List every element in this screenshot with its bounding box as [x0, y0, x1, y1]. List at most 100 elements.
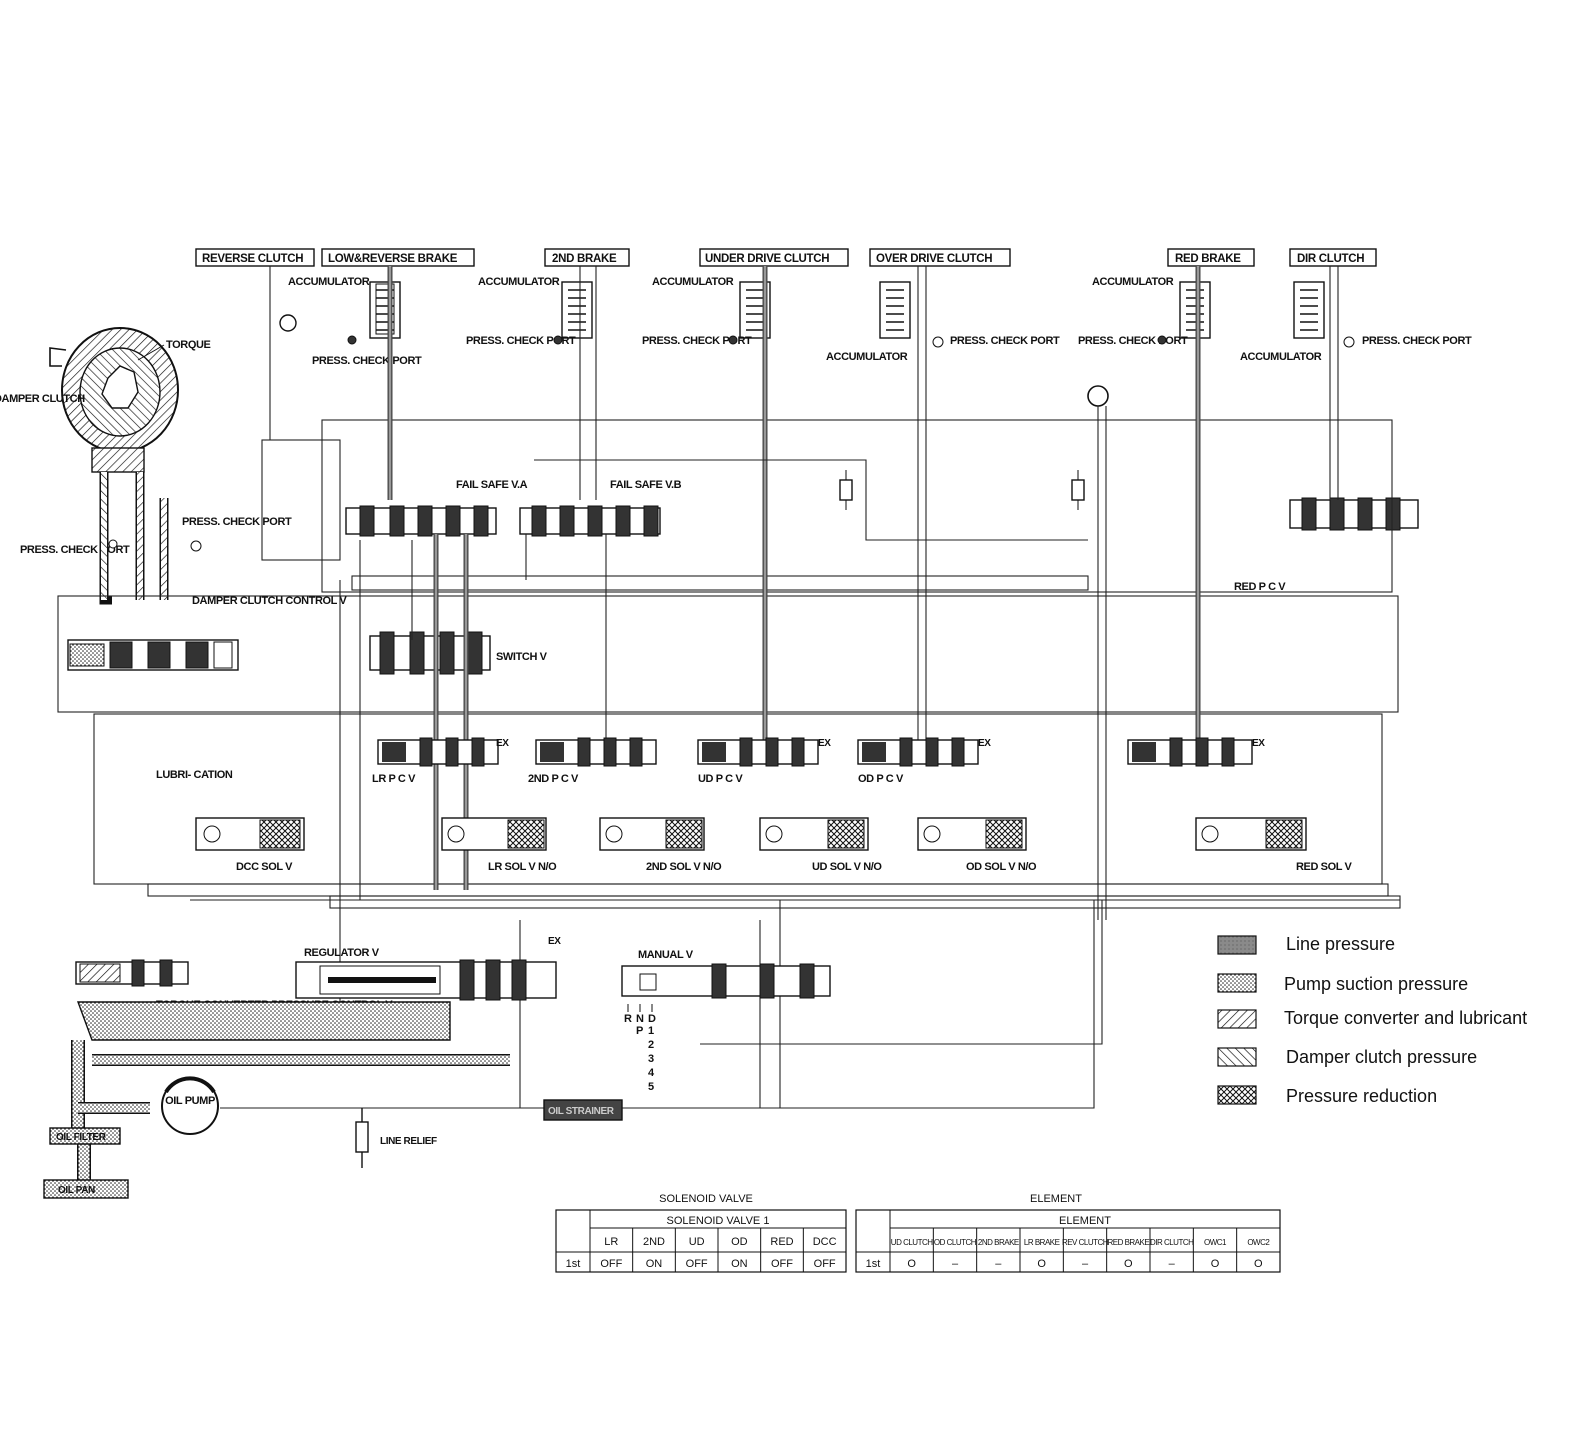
position-2: 2	[648, 1039, 654, 1051]
accumulator-label-od: ACCUMULATOR	[826, 351, 908, 363]
solenoid-table-col-header: DCC	[813, 1236, 837, 1248]
over-drive-clutch-label: OVER DRIVE CLUTCH	[876, 253, 992, 265]
2nd-pcv: 2ND P C V	[528, 737, 657, 785]
position-n: N	[636, 1013, 644, 1025]
red-solenoid: RED SOL V	[1195, 817, 1353, 873]
regulator-v-label: REGULATOR V	[304, 947, 380, 959]
accumulator-label-dir: ACCUMULATOR	[1240, 351, 1322, 363]
element-table-cell-value: –	[1169, 1258, 1176, 1270]
accumulator-dir	[1293, 281, 1325, 339]
converter-passages	[99, 472, 169, 605]
element-table-col-header: OWC2	[1247, 1238, 1270, 1247]
ex-marker-reg: EX	[548, 936, 561, 947]
element-table-col-header: DIR CLUTCH	[1150, 1238, 1194, 1247]
legend: Line pressure Pump suction pressure Torq…	[1217, 934, 1527, 1106]
2nd-pcv-label: 2ND P C V	[528, 773, 579, 785]
solenoid-table-col-header: RED	[770, 1236, 793, 1248]
svg-text:DAMPER CLUTCH: DAMPER CLUTCH	[0, 393, 85, 405]
solenoid-valve-table: SOLENOID VALVE SOLENOID VALVE 1 LROFF2ND…	[555, 1193, 847, 1273]
solenoid-table-cell-value: OFF	[814, 1258, 836, 1270]
solenoid-valves: DCC SOL V LR SOL V N/O 2ND SOL V N/O UD …	[195, 817, 1353, 873]
red-brake-label: RED BRAKE	[1175, 253, 1241, 265]
press-check-port-label-ud: PRESS. CHECK PORT	[642, 335, 752, 347]
passage-network	[57, 266, 1401, 1109]
oil-pump-label: OIL PUMP	[165, 1095, 215, 1107]
element-table-cell-value: O	[1254, 1258, 1263, 1270]
accumulator-label-red: ACCUMULATOR	[1092, 276, 1174, 288]
ex-marker-lr: EX	[496, 738, 509, 749]
press-check-port-label-lr: PRESS. CHECK PORT	[312, 355, 422, 367]
solenoid-table-cell-value: OFF	[600, 1258, 622, 1270]
ud-sol-v-label: UD SOL V N/O	[812, 861, 882, 873]
ud-pcv: UD P C V	[697, 737, 819, 785]
red-pcv-lower	[1127, 737, 1253, 767]
ex-marker-ud: EX	[818, 738, 831, 749]
solenoid-table-group: SOLENOID VALVE 1	[667, 1215, 770, 1227]
lr-solenoid: LR SOL V N/O	[441, 817, 558, 873]
position-r: R	[624, 1013, 632, 1025]
element-table-cell-value: –	[995, 1258, 1002, 1270]
clutch-label-boxes: REVERSE CLUTCH LOW&REVERSE BRAKE 2ND BRA…	[195, 248, 1377, 267]
fail-safe-valve-a: FAIL SAFE V.A	[345, 479, 528, 537]
red-pcv-label: RED P C V	[1234, 581, 1286, 593]
od-pcv: OD P C V	[857, 737, 979, 785]
damper-clutch-text: DAMPER CLUTCH	[0, 393, 85, 405]
element-table-cell-value: –	[952, 1258, 959, 1270]
solenoid-table-col-header: LR	[604, 1236, 618, 1248]
element-table-cell-value: O	[1037, 1258, 1046, 1270]
ex-marker-od: EX	[978, 738, 991, 749]
element-table-col-header: 2ND BRAKE	[978, 1238, 1019, 1247]
legend-item-pressure-reduction: Pressure reduction	[1217, 1085, 1437, 1106]
position-d: D	[648, 1013, 656, 1025]
element-table-group: ELEMENT	[1059, 1215, 1111, 1227]
position-5: 5	[648, 1081, 654, 1093]
2nd-solenoid: 2ND SOL V N/O	[599, 817, 723, 873]
ud-solenoid: UD SOL V N/O	[759, 817, 883, 873]
element-table-row-label: 1st	[866, 1258, 881, 1270]
red-sol-v-label: RED SOL V	[1296, 861, 1353, 873]
fail-safe-va-label: FAIL SAFE V.A	[456, 479, 528, 491]
lr-pcv: LR P C V	[372, 737, 499, 785]
low-reverse-brake-label: LOW&REVERSE BRAKE	[328, 253, 458, 265]
line-relief: LINE RELIEF	[355, 1108, 437, 1168]
legend-label-pump-suction: Pump suction pressure	[1284, 974, 1468, 994]
regulator-valve: REGULATOR V	[295, 947, 557, 1001]
torque-converter: TORQUE	[49, 327, 211, 473]
press-check-port-label-2nd: PRESS. CHECK PORT	[466, 335, 576, 347]
reverse-clutch-label: REVERSE CLUTCH	[202, 253, 303, 265]
accumulator-red	[1179, 281, 1211, 339]
damper-clutch-control-valve: DAMPER CLUTCH CONTROL V	[67, 595, 348, 671]
element-table-cell-value: O	[1124, 1258, 1133, 1270]
oil-pan: OIL PAN	[43, 1179, 129, 1199]
element-table-col-header: OD CLUTCH	[934, 1238, 977, 1247]
second-brake-label: 2ND BRAKE	[552, 253, 617, 265]
accumulator-labels: ACCUMULATOR ACCUMULATOR ACCUMULATOR ACCU…	[288, 276, 1322, 363]
press-check-port-labels: PRESS. CHECK PORT PRESS. CHECK PORT PRES…	[20, 335, 1472, 556]
press-check-port-label-dir: PRESS. CHECK PORT	[1362, 335, 1472, 347]
line-relief-label: LINE RELIEF	[380, 1136, 437, 1147]
check-port-symbols	[108, 314, 1355, 552]
red-pcv-upper: RED P C V	[1234, 497, 1419, 593]
element-table-col-header: UD CLUTCH	[891, 1238, 933, 1247]
switch-valve: SWITCH V	[369, 631, 548, 675]
accumulators	[369, 281, 1325, 339]
legend-label-pressure-reduction: Pressure reduction	[1286, 1086, 1437, 1106]
press-check-port-label-dcc: PRESS. CHECK PORT	[182, 516, 292, 528]
manual-positions: R N D P 1 2 3 4 5	[624, 1004, 656, 1093]
suction-passages	[71, 1001, 510, 1180]
od-solenoid: OD SOL V N/O	[917, 817, 1037, 873]
oil-pan-label: OIL PAN	[58, 1185, 95, 1196]
element-table-col-header: RED BRAKE	[1107, 1238, 1149, 1247]
legend-item-torque-converter: Torque converter and lubricant	[1217, 1008, 1527, 1029]
press-check-port-label-od: PRESS. CHECK PORT	[950, 335, 1060, 347]
accumulator-label-lr: ACCUMULATOR	[288, 276, 370, 288]
torque-label: TORQUE	[166, 339, 211, 351]
solenoid-table-col-header: UD	[689, 1236, 705, 1248]
oil-strainer: OIL STRAINER	[543, 1099, 623, 1121]
solenoid-table-cell-value: ON	[731, 1258, 748, 1270]
dir-clutch-label: DIR CLUTCH	[1297, 253, 1364, 265]
ud-pcv-label: UD P C V	[698, 773, 743, 785]
